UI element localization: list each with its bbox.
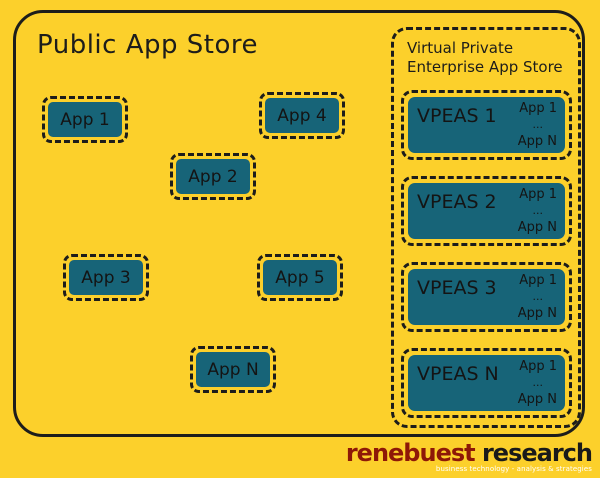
- app-box-4: App 4: [259, 92, 345, 139]
- app-box-1: App 1: [42, 96, 128, 143]
- vpeas-container: Virtual Private Enterprise App Store VPE…: [391, 27, 581, 428]
- vpeas-store-3-apps: App 1 ... App N: [517, 273, 557, 321]
- vpeas-title-line1: Virtual Private: [407, 39, 514, 57]
- vpeas-store-2-name: VPEAS 2: [417, 191, 497, 213]
- app-box-3-label: App 3: [69, 260, 143, 295]
- app-box-5: App 5: [257, 254, 343, 301]
- renebuest-logo: renebuest research business technology -…: [345, 439, 593, 473]
- vpeas-title-line2: Enterprise App Store: [407, 58, 563, 76]
- public-app-store-container: Public App Store App 1 App 2 App 3 App 4…: [13, 10, 585, 437]
- vpeas-apps-ellipsis: ...: [532, 290, 544, 304]
- renebuest-logo-wordmark: renebuest research: [345, 439, 593, 467]
- vpeas-store-3-inner: VPEAS 3 App 1 ... App N: [408, 269, 565, 325]
- app-box-5-label: App 5: [263, 260, 337, 295]
- vpeas-app-last: App N: [517, 391, 557, 407]
- vpeas-store-1-inner: VPEAS 1 App 1 ... App N: [408, 97, 565, 153]
- vpeas-app-first: App 1: [519, 359, 557, 374]
- public-app-store-title: Public App Store: [37, 30, 258, 60]
- vpeas-store-3: VPEAS 3 App 1 ... App N: [401, 262, 572, 332]
- vpeas-apps-ellipsis: ...: [532, 118, 544, 132]
- vpeas-store-n-apps: App 1 ... App N: [517, 359, 557, 407]
- vpeas-app-first: App 1: [519, 101, 557, 116]
- vpeas-store-1-apps: App 1 ... App N: [517, 101, 557, 149]
- vpeas-app-last: App N: [517, 219, 557, 235]
- app-box-n: App N: [190, 346, 276, 393]
- vpeas-store-3-name: VPEAS 3: [417, 277, 497, 299]
- vpeas-store-2-apps: App 1 ... App N: [517, 187, 557, 235]
- app-box-4-label: App 4: [265, 98, 339, 133]
- vpeas-store-n-inner: VPEAS N App 1 ... App N: [408, 355, 565, 411]
- logo-tagline: business technology - analysis & strateg…: [435, 465, 592, 473]
- logo-brand-secondary: research: [481, 439, 593, 467]
- vpeas-store-n: VPEAS N App 1 ... App N: [401, 348, 572, 418]
- vpeas-app-last: App N: [517, 133, 557, 149]
- app-box-3: App 3: [63, 254, 149, 301]
- logo-brand-primary: renebuest: [345, 439, 476, 467]
- vpeas-app-first: App 1: [519, 187, 557, 202]
- vpeas-app-first: App 1: [519, 273, 557, 288]
- vpeas-store-1: VPEAS 1 App 1 ... App N: [401, 90, 572, 160]
- vpeas-title: Virtual Private Enterprise App Store: [407, 39, 563, 77]
- vpeas-app-last: App N: [517, 305, 557, 321]
- app-box-1-label: App 1: [48, 102, 122, 137]
- app-box-2-label: App 2: [176, 159, 250, 194]
- vpeas-store-n-name: VPEAS N: [417, 363, 499, 385]
- vpeas-apps-ellipsis: ...: [532, 376, 544, 390]
- vpeas-store-1-name: VPEAS 1: [417, 105, 497, 127]
- vpeas-store-2: VPEAS 2 App 1 ... App N: [401, 176, 572, 246]
- app-box-2: App 2: [170, 153, 256, 200]
- vpeas-store-2-inner: VPEAS 2 App 1 ... App N: [408, 183, 565, 239]
- vpeas-apps-ellipsis: ...: [532, 204, 544, 218]
- app-box-n-label: App N: [196, 352, 270, 387]
